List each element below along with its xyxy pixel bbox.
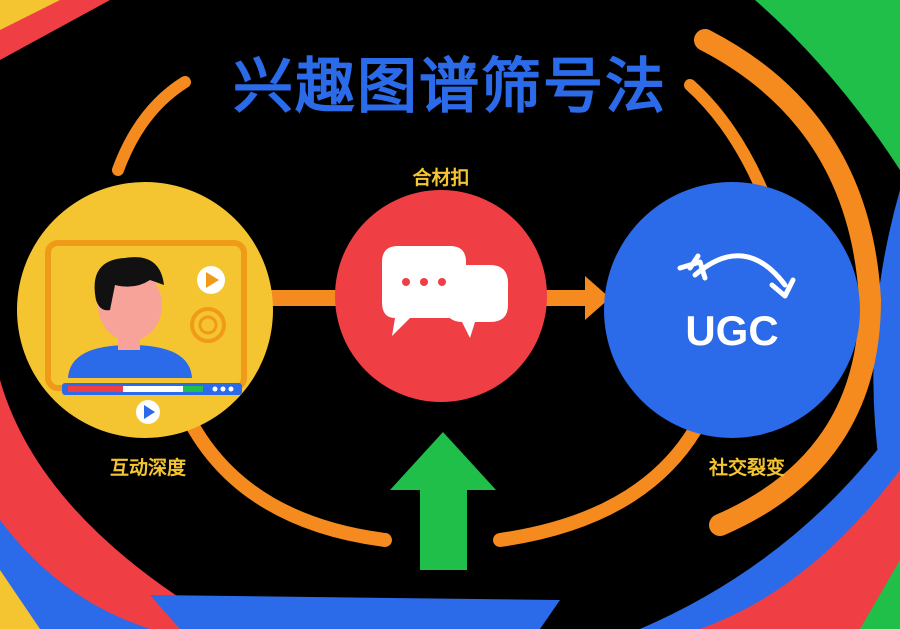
band-blue-bottom-left: [0, 520, 150, 629]
band-yellow-top-left: [0, 0, 60, 30]
band-green-bottom-right: [860, 560, 900, 629]
band-green-top-right: [755, 0, 900, 170]
video-player-icon: [45, 240, 247, 424]
chat-bubbles-icon: [382, 246, 508, 338]
label-middle: 合材扣: [412, 167, 470, 189]
arc-bottom-left: [173, 393, 392, 547]
node-middle: [335, 190, 547, 402]
band-red-bottom-right: [700, 470, 900, 629]
connectors: [268, 276, 610, 320]
node-social-fission: [604, 182, 860, 438]
band-blue-bottom: [150, 595, 560, 629]
band-yellow-bottom-left: [0, 570, 40, 629]
label-social-fission: 社交裂变: [708, 457, 786, 479]
arc-bottom-right: [493, 423, 702, 547]
band-blue-right: [873, 190, 900, 480]
curved-arrows-icon: [677, 253, 796, 299]
node-blue-circle: [604, 182, 860, 438]
up-arrow-icon: [390, 432, 496, 570]
connector-left-middle: [268, 290, 348, 306]
label-interaction-depth: 互动深度: [109, 457, 187, 479]
page-title: 兴趣图谱筛号法: [233, 52, 667, 122]
band-red-bottom-left: [0, 380, 230, 629]
arrow-middle-right: [540, 276, 610, 320]
node-content-immersion: [17, 182, 273, 438]
label-content-immersion: 内容沉浸度: [98, 214, 194, 236]
arc-top-left: [112, 76, 191, 176]
ugc-badge: UGC: [685, 307, 779, 354]
arc-outer-right: [694, 29, 882, 536]
